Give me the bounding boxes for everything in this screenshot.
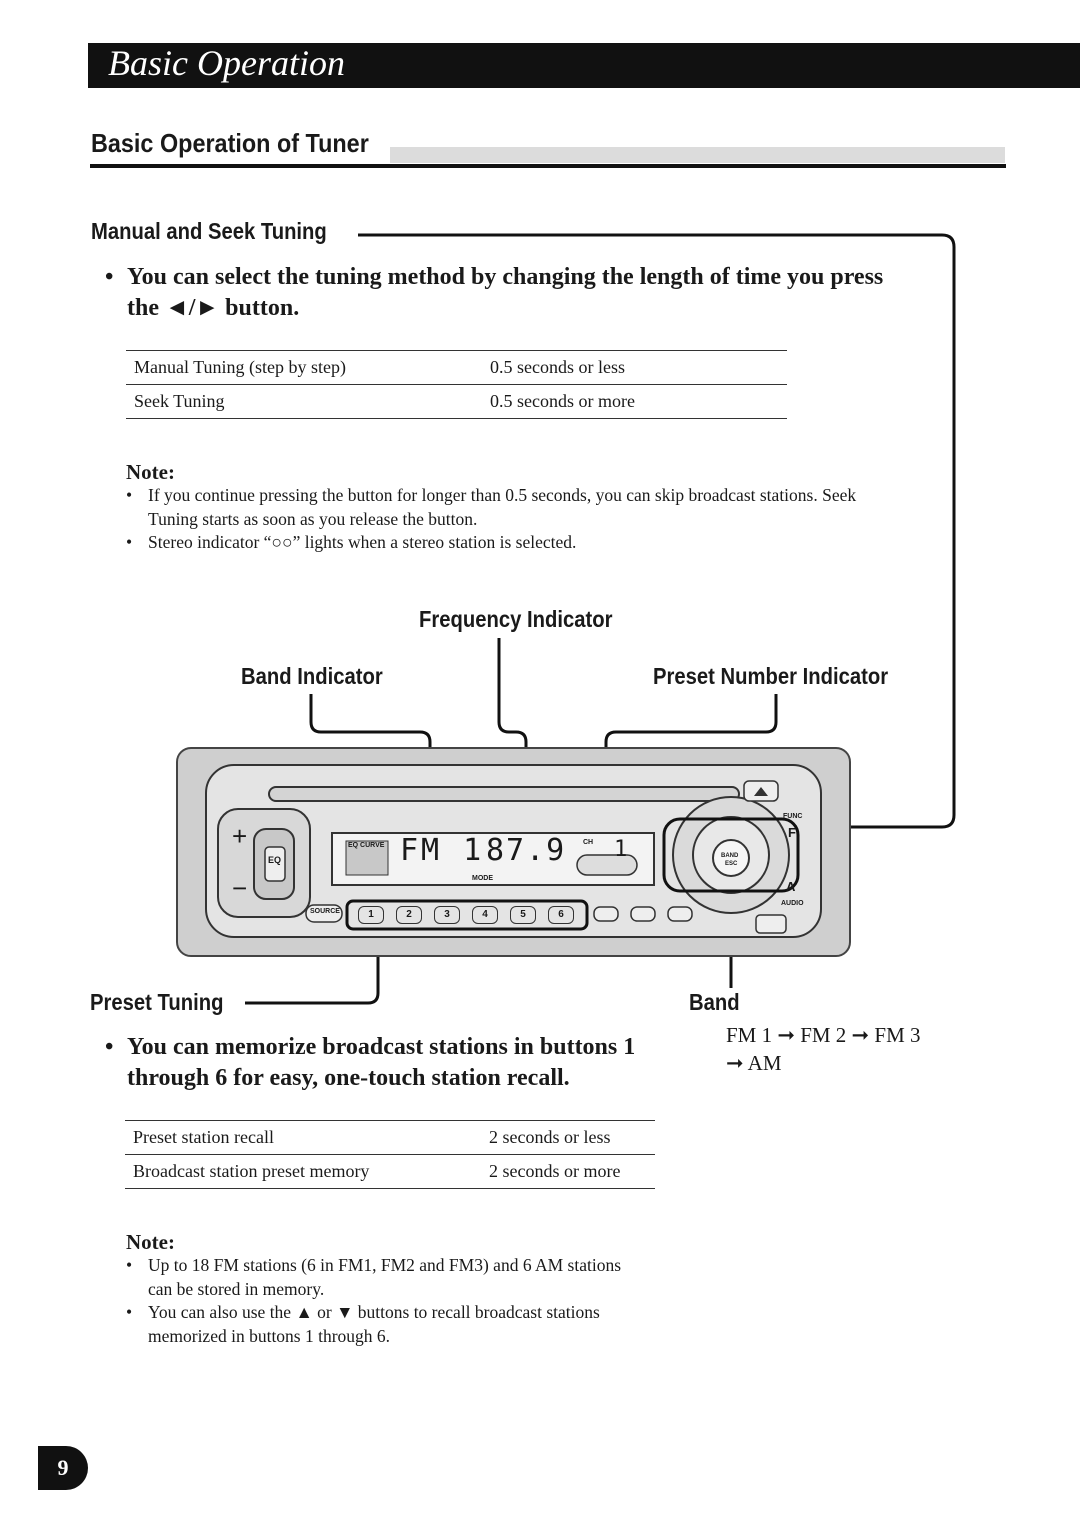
source-button[interactable]: SOURCE xyxy=(310,908,340,915)
note-list-2: Up to 18 FM stations (6 in FM1, FM2 and … xyxy=(126,1254,626,1348)
table-cell: Seek Tuning xyxy=(126,384,482,419)
table-cell: 0.5 seconds or more xyxy=(482,384,787,419)
preset-button-1[interactable]: 1 xyxy=(358,906,384,924)
table-cell: Preset station recall xyxy=(125,1120,481,1155)
preset-tuning-heading: Preset Tuning xyxy=(90,989,224,1015)
table-row: Seek Tuning 0.5 seconds or more xyxy=(126,384,787,419)
band-indicator-line xyxy=(309,694,432,838)
audio-button[interactable]: A xyxy=(786,879,796,894)
list-item: Stereo indicator “○○” lights when a ster… xyxy=(126,531,886,555)
header-banner xyxy=(88,43,1080,88)
bullet-dot: • xyxy=(105,1034,114,1060)
manual-seek-bullet: You can select the tuning method by chan… xyxy=(127,264,884,321)
eq-curve-label: EQ CURVE xyxy=(348,842,385,849)
mode-label: MODE xyxy=(472,875,493,882)
note-heading-1: Note: xyxy=(126,460,175,484)
manual-seek-bullet-item: • You can select the tuning method by ch… xyxy=(105,262,895,324)
list-item: Up to 18 FM stations (6 in FM1, FM2 and … xyxy=(126,1254,626,1301)
preset-number-indicator-label: Preset Number Indicator xyxy=(653,663,889,689)
preset-button-6[interactable]: 6 xyxy=(548,906,574,924)
section-title: Basic Operation of Tuner xyxy=(91,128,369,158)
display-frequency: 87.9 xyxy=(486,833,567,868)
preset-buttons: 1 2 3 4 5 6 xyxy=(354,906,586,924)
manual-seek-heading: Manual and Seek Tuning xyxy=(91,218,327,244)
list-item: If you continue pressing the button for … xyxy=(126,484,886,531)
ch-label: CH xyxy=(583,839,594,846)
list-item: You can also use the ▲ or ▼ buttons to r… xyxy=(126,1301,626,1348)
section-title-rule xyxy=(90,164,1006,168)
note-heading-2: Note: xyxy=(126,1230,175,1254)
bullet-dot: • xyxy=(105,264,114,290)
esc-button[interactable]: ESC xyxy=(725,861,738,867)
eq-button[interactable]: EQ xyxy=(268,855,282,865)
table-row: Preset station recall 2 seconds or less xyxy=(125,1120,655,1155)
page-number: 9 xyxy=(38,1446,88,1490)
car-stereo-illustration: + − EQ EQ CURVE FM 1 87.9 CH 1 MODE SOUR… xyxy=(176,747,851,957)
audio-label: AUDIO xyxy=(781,900,804,907)
table-cell: 2 seconds or less xyxy=(481,1120,655,1155)
band-indicator-label: Band Indicator xyxy=(241,663,383,689)
band-heading: Band xyxy=(689,989,740,1015)
table-cell: Manual Tuning (step by step) xyxy=(126,350,482,385)
table-row: Broadcast station preset memory 2 second… xyxy=(125,1154,655,1189)
note-list-1: If you continue pressing the button for … xyxy=(126,484,886,555)
table-cell: 2 seconds or more xyxy=(481,1154,655,1189)
preset-button-4[interactable]: 4 xyxy=(472,906,498,924)
preset-button-5[interactable]: 5 xyxy=(510,906,536,924)
manual-seek-bracket-line xyxy=(358,233,956,829)
volume-up-button[interactable]: + xyxy=(232,821,248,851)
preset-button-2[interactable]: 2 xyxy=(396,906,422,924)
frequency-indicator-label: Frequency Indicator xyxy=(419,606,613,632)
page-header-title: Basic Operation xyxy=(108,43,345,83)
display-preset-number: 1 xyxy=(614,837,628,862)
band-button[interactable]: BAND xyxy=(721,853,739,859)
func-button[interactable]: F xyxy=(788,825,796,840)
preset-tuning-bullet-item: • You can memorize broadcast stations in… xyxy=(105,1032,665,1094)
preset-button-3[interactable]: 3 xyxy=(434,906,460,924)
table-cell: 0.5 seconds or less xyxy=(482,350,787,385)
preset-tuning-bullet: You can memorize broadcast stations in b… xyxy=(127,1034,636,1091)
preset-tuning-line xyxy=(245,930,380,1005)
band-sequence-line-1: FM 1 ➞ FM 2 ➞ FM 3 xyxy=(726,1023,921,1047)
preset-number-indicator-line xyxy=(604,694,778,848)
manual-seek-table: Manual Tuning (step by step) 0.5 seconds… xyxy=(126,350,787,419)
func-label: FUNC xyxy=(783,813,803,820)
section-title-bar xyxy=(390,147,1005,163)
car-stereo-body xyxy=(176,747,851,957)
frequency-indicator-line xyxy=(497,638,528,838)
table-cell: Broadcast station preset memory xyxy=(125,1154,481,1189)
table-row: Manual Tuning (step by step) 0.5 seconds… xyxy=(126,350,787,385)
band-sequence-line-2: ➞ AM xyxy=(726,1051,782,1075)
preset-tuning-table: Preset station recall 2 seconds or less … xyxy=(125,1120,655,1189)
volume-down-button[interactable]: − xyxy=(232,873,248,903)
display-band: FM 1 xyxy=(400,833,485,868)
